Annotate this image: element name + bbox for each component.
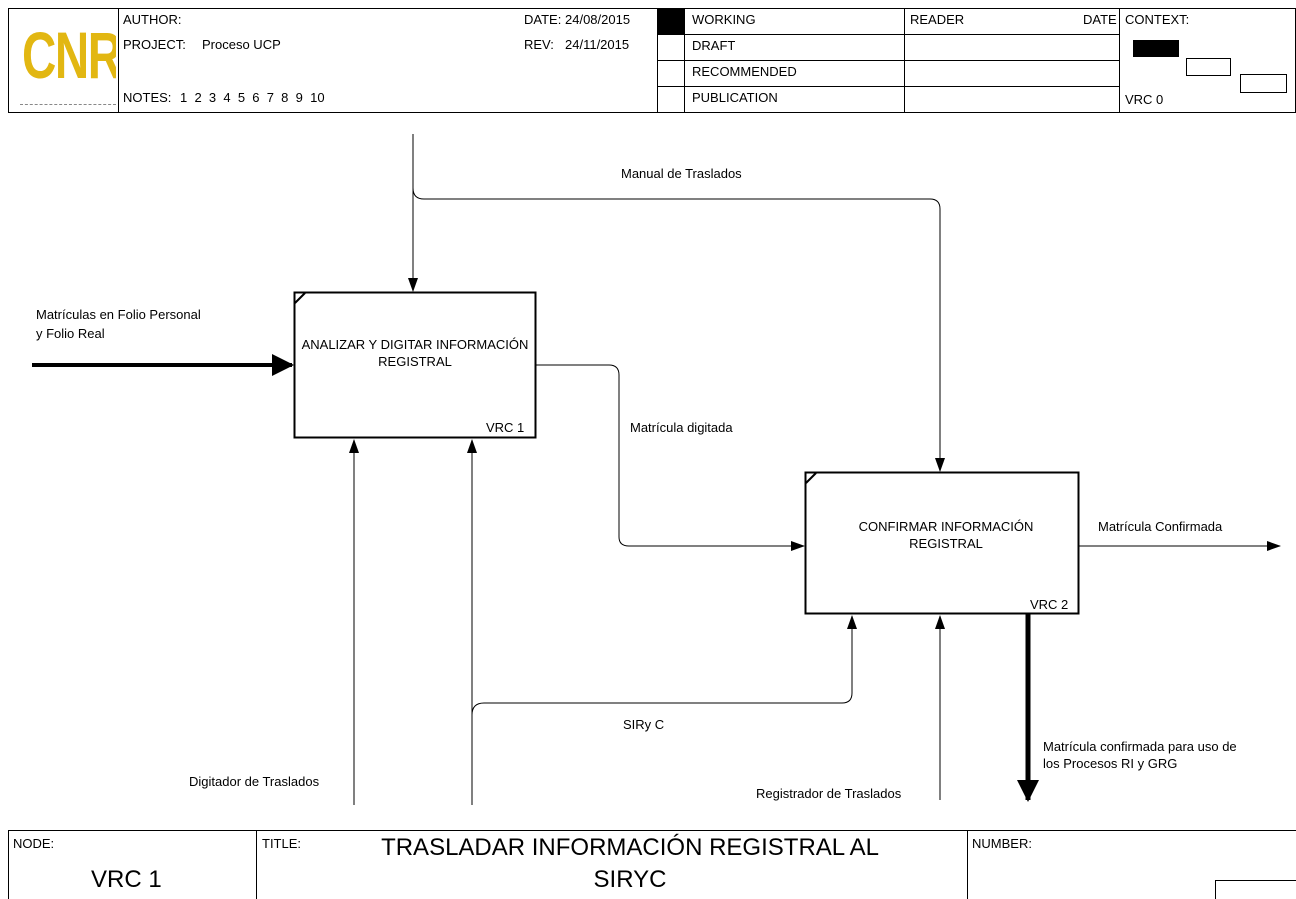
title-line1: TRASLADAR INFORMACIÓN REGISTRAL AL: [381, 834, 879, 861]
arrow-mechanism-siryc-vrc2[interactable]: [471, 615, 857, 716]
label-matricula-confirmada: Matrícula Confirmada: [1098, 519, 1223, 534]
date-label: DATE:: [524, 12, 562, 27]
notes-label: NOTES:: [123, 90, 172, 105]
number-label: NUMBER:: [972, 836, 1032, 851]
footer-frame: [8, 830, 1296, 899]
status-recommended[interactable]: RECOMMENDED: [692, 64, 797, 79]
working-status-mark: [658, 9, 684, 34]
label-registrador: Registrador de Traslados: [756, 786, 902, 801]
label-siryc: SIRy C: [623, 717, 665, 732]
title-label: TITLE:: [262, 836, 302, 851]
title-line2: SIRYC: [593, 866, 667, 893]
project-value: Proceso UCP: [202, 37, 281, 52]
arrow-matricula-digitada[interactable]: [536, 364, 805, 551]
context-node: VRC 0: [1125, 92, 1164, 107]
status-working[interactable]: WORKING: [692, 12, 756, 27]
author-label: AUTHOR:: [123, 12, 182, 27]
label-output-procesos-line1: Matrícula confirmada para uso de: [1043, 739, 1237, 754]
node-value: VRC 1: [91, 866, 162, 893]
arrow-control-manual-vrc2[interactable]: [412, 187, 945, 472]
label-manual-traslados: Manual de Traslados: [621, 166, 742, 181]
context-label: CONTEXT:: [1125, 12, 1190, 27]
rev-value: 24/11/2015: [565, 37, 630, 52]
activity-box-vrc1[interactable]: [293, 291, 537, 439]
context-thumbnail: [1133, 40, 1287, 93]
label-output-procesos-line2: los Procesos RI y GRG: [1043, 756, 1178, 771]
reader-date-label: DATE: [1083, 12, 1117, 27]
status-draft[interactable]: DRAFT: [692, 38, 736, 53]
activity-vrc1-id: VRC 1: [486, 420, 525, 435]
reader-label: READER: [910, 12, 965, 27]
rev-label: REV:: [524, 37, 554, 52]
label-matriculas-line1: Matrículas en Folio Personal: [36, 307, 201, 322]
status-publication[interactable]: PUBLICATION: [692, 90, 778, 105]
logo-text: CNR: [22, 18, 116, 92]
date-value: 24/08/2015: [565, 12, 631, 27]
activity-box-vrc2[interactable]: [804, 471, 1080, 615]
activity-vrc2-name: CONFIRMAR INFORMACIÓN REGISTRAL: [858, 519, 1034, 551]
activity-vrc1-name: ANALIZAR Y DIGITAR INFORMACIÓN REGISTRAL: [301, 337, 529, 369]
activity-vrc2-id: VRC 2: [1030, 597, 1069, 612]
cnr-logo: CNR: [20, 16, 116, 110]
label-matriculas-line2: y Folio Real: [36, 326, 105, 341]
label-digitador: Digitador de Traslados: [189, 774, 320, 789]
label-matricula-digitada: Matrícula digitada: [630, 420, 733, 435]
node-label: NODE:: [13, 836, 55, 851]
project-label: PROJECT:: [123, 37, 186, 52]
notes-numbers: 1 2 3 4 5 6 7 8 9 10: [180, 90, 325, 105]
